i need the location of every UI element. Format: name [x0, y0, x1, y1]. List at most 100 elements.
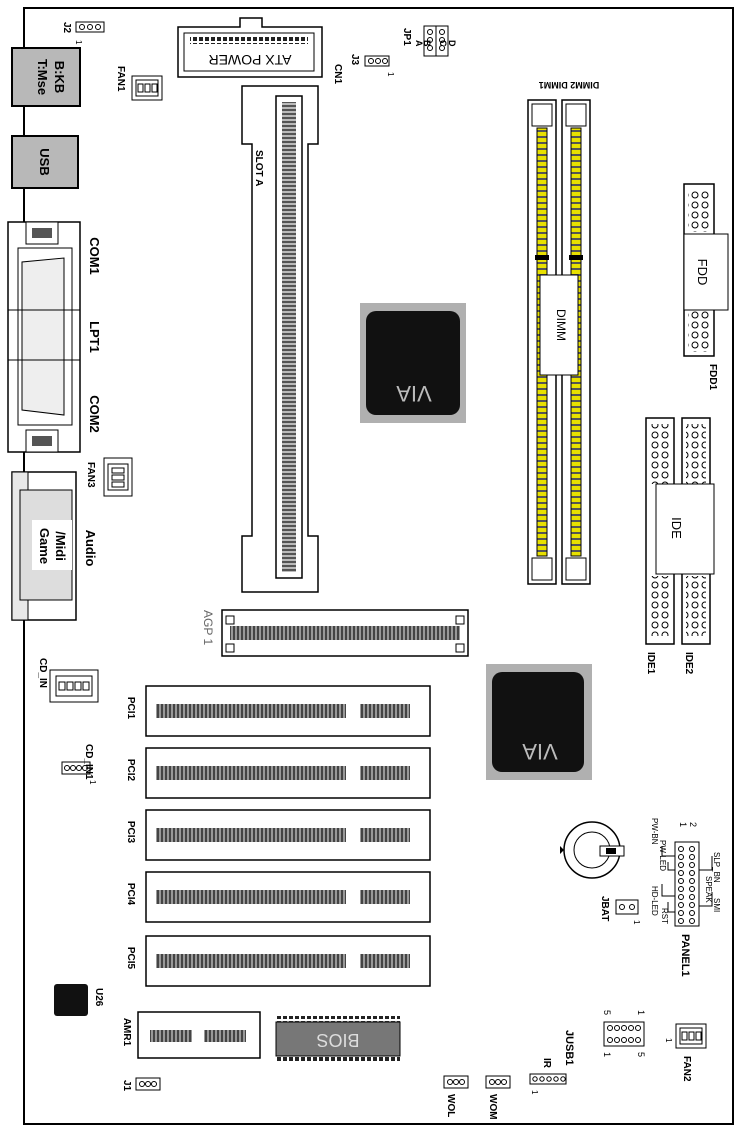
fan2-label: FAN2: [681, 1056, 692, 1082]
ir-label: IR: [541, 1058, 552, 1069]
fan2-connector: [675, 1023, 707, 1049]
cd-in1-label: CD_IN1: [83, 744, 94, 780]
cd-in-connector: [49, 669, 99, 703]
bios-chip: BIOS: [275, 1016, 401, 1062]
serial-parallel-ports: [7, 221, 81, 453]
fan3-connector: [103, 457, 133, 497]
jp1-pin-a: A: [414, 40, 424, 47]
fdd-label: FDD: [695, 259, 710, 286]
fan2-pin1: 1: [664, 1038, 673, 1043]
cd-in1-pin1: 1: [88, 780, 97, 785]
j1-jumper: [135, 1077, 161, 1091]
bios-label: BIOS: [316, 1030, 359, 1050]
j2-jumper: [75, 21, 105, 33]
pci5-label: PCI5: [125, 947, 136, 970]
via-north-label: VIA: [396, 381, 432, 406]
pci-slot-5: [145, 935, 431, 987]
hd-led-label: HD-LED: [650, 886, 659, 916]
wol-header: [443, 1075, 469, 1089]
pci4-label: PCI4: [125, 883, 136, 906]
atx-power-connector: ATX POWER: [177, 17, 323, 78]
lpt1-label: LPT1: [87, 321, 102, 353]
jp1-pin-b: B: [422, 40, 432, 47]
ide2-label: IDE2: [683, 652, 694, 675]
fan1-label: FAN1: [115, 66, 126, 92]
ps2-port: T:Mse B:KB: [11, 47, 81, 107]
fan1-connector: [131, 75, 163, 101]
cmos-battery: [560, 821, 625, 879]
ide-label: IDE: [669, 517, 684, 539]
amr-slot: [137, 1011, 261, 1059]
slot-a-label: SLOT A: [253, 150, 264, 186]
game-midi-port: [11, 471, 77, 621]
slp-bn-label: SLP_BN: [712, 852, 721, 883]
dimm-center-box: [539, 274, 579, 376]
usb-port: USB: [11, 135, 79, 189]
wom-header: [485, 1075, 511, 1089]
j3-pin1: 1: [386, 72, 395, 77]
jusb1-pin5-bottom: 5: [636, 1052, 646, 1057]
wom-label: WOM: [487, 1094, 498, 1120]
u26-chip: [54, 984, 88, 1016]
ps2-bottom-label: B:KB: [52, 61, 67, 94]
pci-slot-3: [145, 809, 431, 861]
j1-label: J1: [121, 1080, 132, 1092]
pw-bn-label: PW-BN: [650, 818, 659, 845]
ir-header: [529, 1073, 567, 1085]
jusb1-header: [603, 1021, 645, 1047]
pw-led-label: PW-LED: [658, 840, 667, 871]
agp-slot: [221, 609, 469, 657]
jp1-jumper-block: [423, 25, 449, 57]
jusb1-label: JUSB1: [563, 1030, 575, 1065]
jusb1-pin1-top: 1: [636, 1010, 646, 1015]
via-south-label: VIA: [522, 739, 558, 764]
pci1-label: PCI1: [125, 697, 136, 720]
panel1-pin1: 1: [678, 822, 688, 827]
panel1-label: PANEL1: [679, 934, 691, 977]
cn1-label: CN1: [332, 64, 343, 84]
pci2-label: PCI2: [125, 759, 136, 782]
ide-center-box: [655, 483, 715, 575]
pci-slot-2: [145, 747, 431, 799]
panel1-header: [661, 841, 713, 927]
com1-label: COM1: [87, 237, 102, 275]
jp1-pin-d: D: [447, 40, 457, 47]
slot-a-cpu-slot: [241, 85, 319, 593]
midi-label: /Midi: [53, 531, 68, 561]
j3-label: J3: [349, 54, 360, 66]
game-label: Game: [37, 528, 52, 564]
cd-in1-header: [61, 761, 91, 775]
speak-label: SPEAK: [704, 876, 713, 903]
j2-pin1: 1: [74, 40, 83, 45]
jusb1-pin5-top: 5: [602, 1010, 612, 1015]
rst-label: RST: [660, 908, 669, 924]
fan3-label: FAN3: [85, 462, 96, 488]
ps2-top-label: T:Mse: [35, 59, 50, 95]
dimm-label: DIMM2 DIMM1: [539, 80, 600, 90]
j2-label: J2: [61, 22, 72, 34]
wol-label: WOL: [445, 1094, 456, 1117]
cd-in-label: CD_IN: [37, 658, 48, 688]
jbat-jumper: [615, 899, 639, 915]
pci-slot-4: [145, 871, 431, 923]
dimm-center-label: DIMM: [554, 309, 568, 341]
jusb1-pin1-bottom: 1: [602, 1052, 612, 1057]
pci-slot-1: [145, 685, 431, 737]
via-southbridge-chip: VIA: [486, 664, 592, 780]
com2-label: COM2: [87, 395, 102, 433]
atx-power-label: ATX POWER: [209, 52, 292, 68]
ide1-label: IDE1: [645, 652, 656, 675]
panel1-pin2: 2: [688, 822, 698, 827]
via-northbridge-chip: VIA: [360, 303, 466, 423]
jbat-label: JBAT: [599, 896, 610, 921]
agp-label: AGP 1: [201, 610, 215, 645]
ir-pin1: 1: [530, 1090, 539, 1095]
jp1-label: JP1: [401, 28, 412, 46]
audio-label: Audio: [83, 530, 98, 567]
usb-label: USB: [37, 148, 52, 175]
smi-label: SMI: [712, 898, 721, 912]
jbat-pin1: 1: [632, 920, 641, 925]
jp1-pin-c: C: [438, 40, 448, 47]
